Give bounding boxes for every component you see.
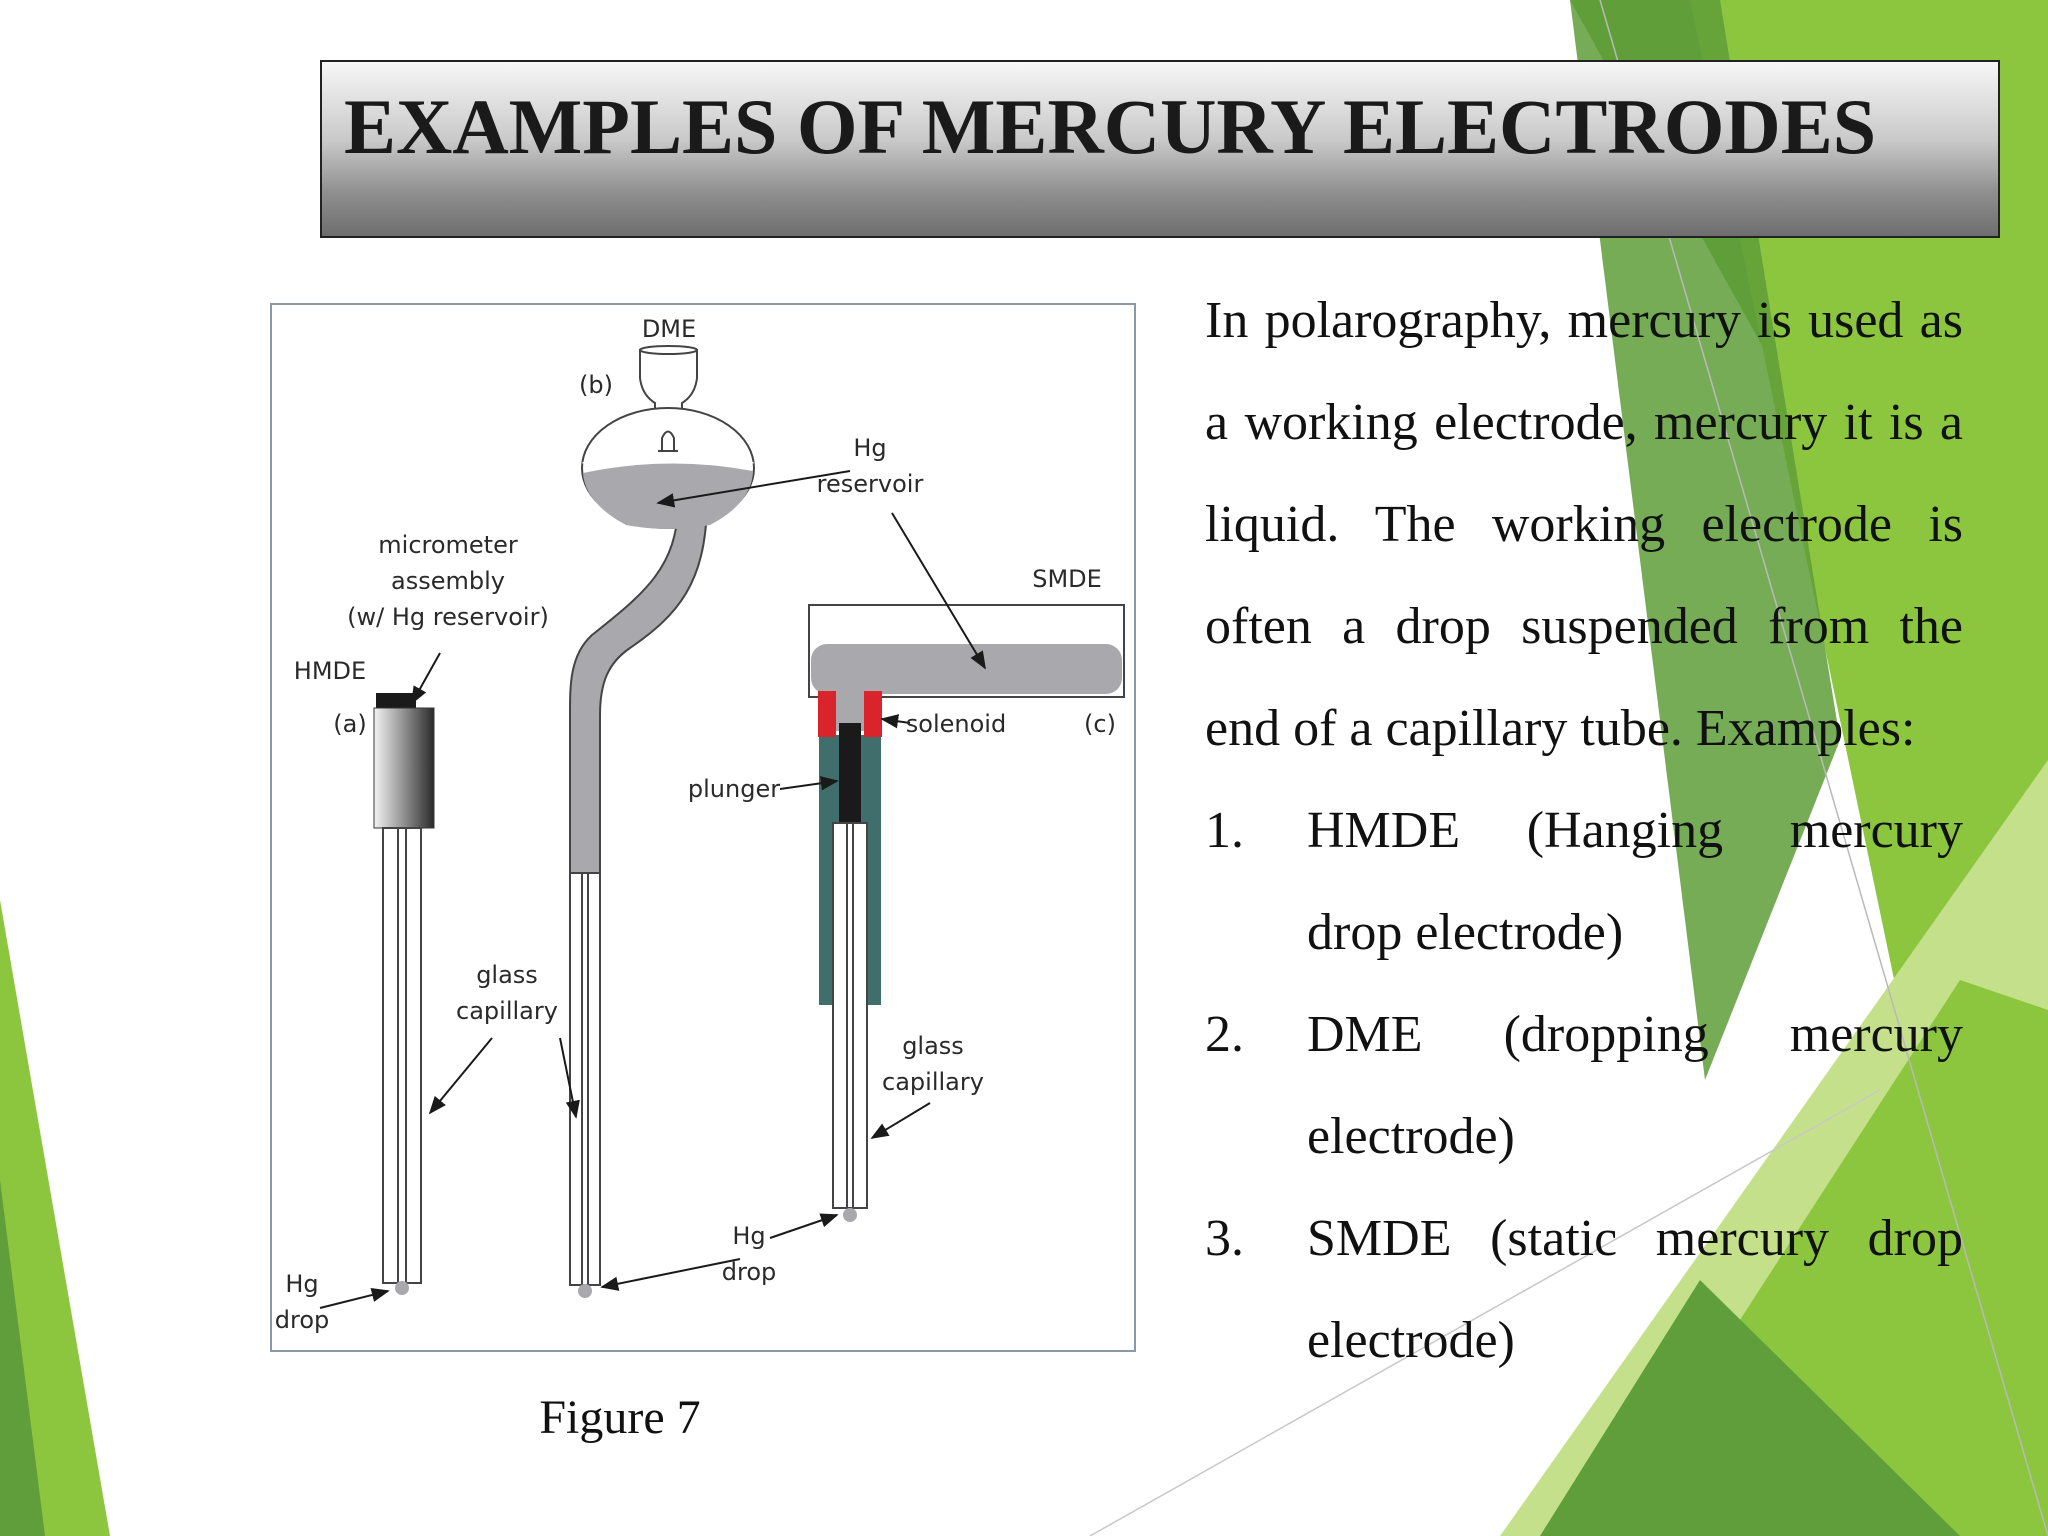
- diagram-arrows: [319, 470, 986, 1309]
- label-plunger: plunger: [688, 775, 780, 803]
- examples-list: 1.HMDE (Hanging mercury drop electrode) …: [1205, 780, 1963, 1392]
- dme-stem-outline: [569, 502, 679, 873]
- label-capillary-a: capillary: [456, 997, 558, 1025]
- micrometer-cap: [376, 693, 416, 708]
- list-number: 3.: [1205, 1210, 1244, 1267]
- label-hg-drop-b-drop: drop: [722, 1258, 777, 1286]
- label-glass-a: glass: [476, 961, 538, 989]
- label-assembly: assembly: [391, 567, 505, 595]
- electrode-diagram: DME (b) Hg reservoir micrometer assembly…: [270, 303, 1136, 1352]
- arrow-glass-capillary-a: [428, 1037, 493, 1115]
- decor-line: [1089, 1089, 1881, 1536]
- list-number: 1.: [1205, 802, 1244, 859]
- title-banner: EXAMPLES OF MERCURY ELECTRODES: [320, 60, 2000, 238]
- smde-solenoid-left: [818, 691, 836, 737]
- list-item: 2. DME (dropping mercury electrode): [1205, 984, 1963, 1188]
- smde-hg-reservoir: [811, 644, 1122, 694]
- green-shape-bottom-left-edge: [0, 1180, 45, 1536]
- hmde-electrode: [373, 693, 435, 1295]
- micrometer-assembly-body: [373, 707, 435, 829]
- label-c: (c): [1084, 710, 1116, 738]
- arrow-plunger: [779, 776, 839, 791]
- list-text: SMDE (static mercury drop electrode): [1307, 1210, 1963, 1369]
- smde-hg-drop: [843, 1208, 857, 1222]
- green-shape-right-dark: [1570, 0, 1840, 1080]
- label-solenoid: solenoid: [906, 710, 1006, 738]
- intro-paragraph: In polarography, mercury is used as a wo…: [1205, 292, 1963, 757]
- label-hmde: HMDE: [294, 657, 366, 685]
- arrow-hg-reservoir-smde: [891, 512, 986, 670]
- label-hg-drop-a-hg: Hg: [285, 1270, 318, 1298]
- label-glass-c: glass: [902, 1032, 964, 1060]
- smde-solenoid-right: [864, 691, 882, 737]
- dme-stem-outline: [599, 502, 708, 873]
- decor-line: [1599, 0, 2048, 1536]
- label-capillary-c: capillary: [882, 1068, 984, 1096]
- green-shape-bottom-right-dark: [1540, 1280, 1960, 1536]
- label-hg-drop-a-drop: drop: [275, 1306, 330, 1334]
- list-item: 1. HMDE (Hanging mercury drop electrode): [1205, 780, 1963, 984]
- arrow-glass-capillary-c: [870, 1102, 931, 1139]
- label-hg-drop-b-hg: Hg: [732, 1222, 765, 1250]
- dme-hg-drop: [578, 1284, 592, 1298]
- smde-capillary: [832, 822, 868, 1209]
- smde-plunger: [839, 723, 861, 823]
- hmde-hg-drop: [395, 1281, 409, 1295]
- arrow-glass-capillary-b: [559, 1037, 580, 1119]
- label-dme: DME: [642, 315, 696, 343]
- arrow-hg-reservoir-dme: [656, 470, 851, 508]
- list-number: 2.: [1205, 1006, 1244, 1063]
- arrow-hg-drop-c: [769, 1213, 839, 1239]
- dme-inlet-tip: [658, 430, 678, 452]
- label-a: (a): [333, 710, 366, 738]
- arrow-hg-drop-a: [319, 1287, 390, 1309]
- body-text: In polarography, mercury is used as a wo…: [1205, 270, 1963, 1392]
- figure-caption: Figure 7: [539, 1391, 701, 1444]
- dme-capillary: [569, 872, 601, 1286]
- label-smde: SMDE: [1032, 565, 1102, 593]
- arrow-micrometer: [411, 652, 441, 705]
- arrow-solenoid: [880, 714, 911, 729]
- slide-title: EXAMPLES OF MERCURY ELECTRODES: [344, 83, 1877, 170]
- label-b: (b): [579, 371, 613, 399]
- dme-neck-rim: [639, 345, 698, 355]
- list-text: DME (dropping mercury electrode): [1307, 1006, 1963, 1165]
- label-reservoir: reservoir: [817, 470, 924, 498]
- arrow-hg-drop-b: [600, 1258, 741, 1291]
- list-item: 3. SMDE (static mercury drop electrode): [1205, 1188, 1963, 1392]
- label-micrometer: micrometer: [378, 531, 518, 559]
- hmde-capillary: [382, 827, 422, 1284]
- dme-stem: [570, 503, 707, 873]
- green-shape-bottom-left: [0, 900, 110, 1536]
- list-text: HMDE (Hanging mercury drop electrode): [1307, 802, 1963, 961]
- label-w-hg-reservoir: (w/ Hg reservoir): [347, 603, 549, 631]
- label-hg: Hg: [853, 434, 886, 462]
